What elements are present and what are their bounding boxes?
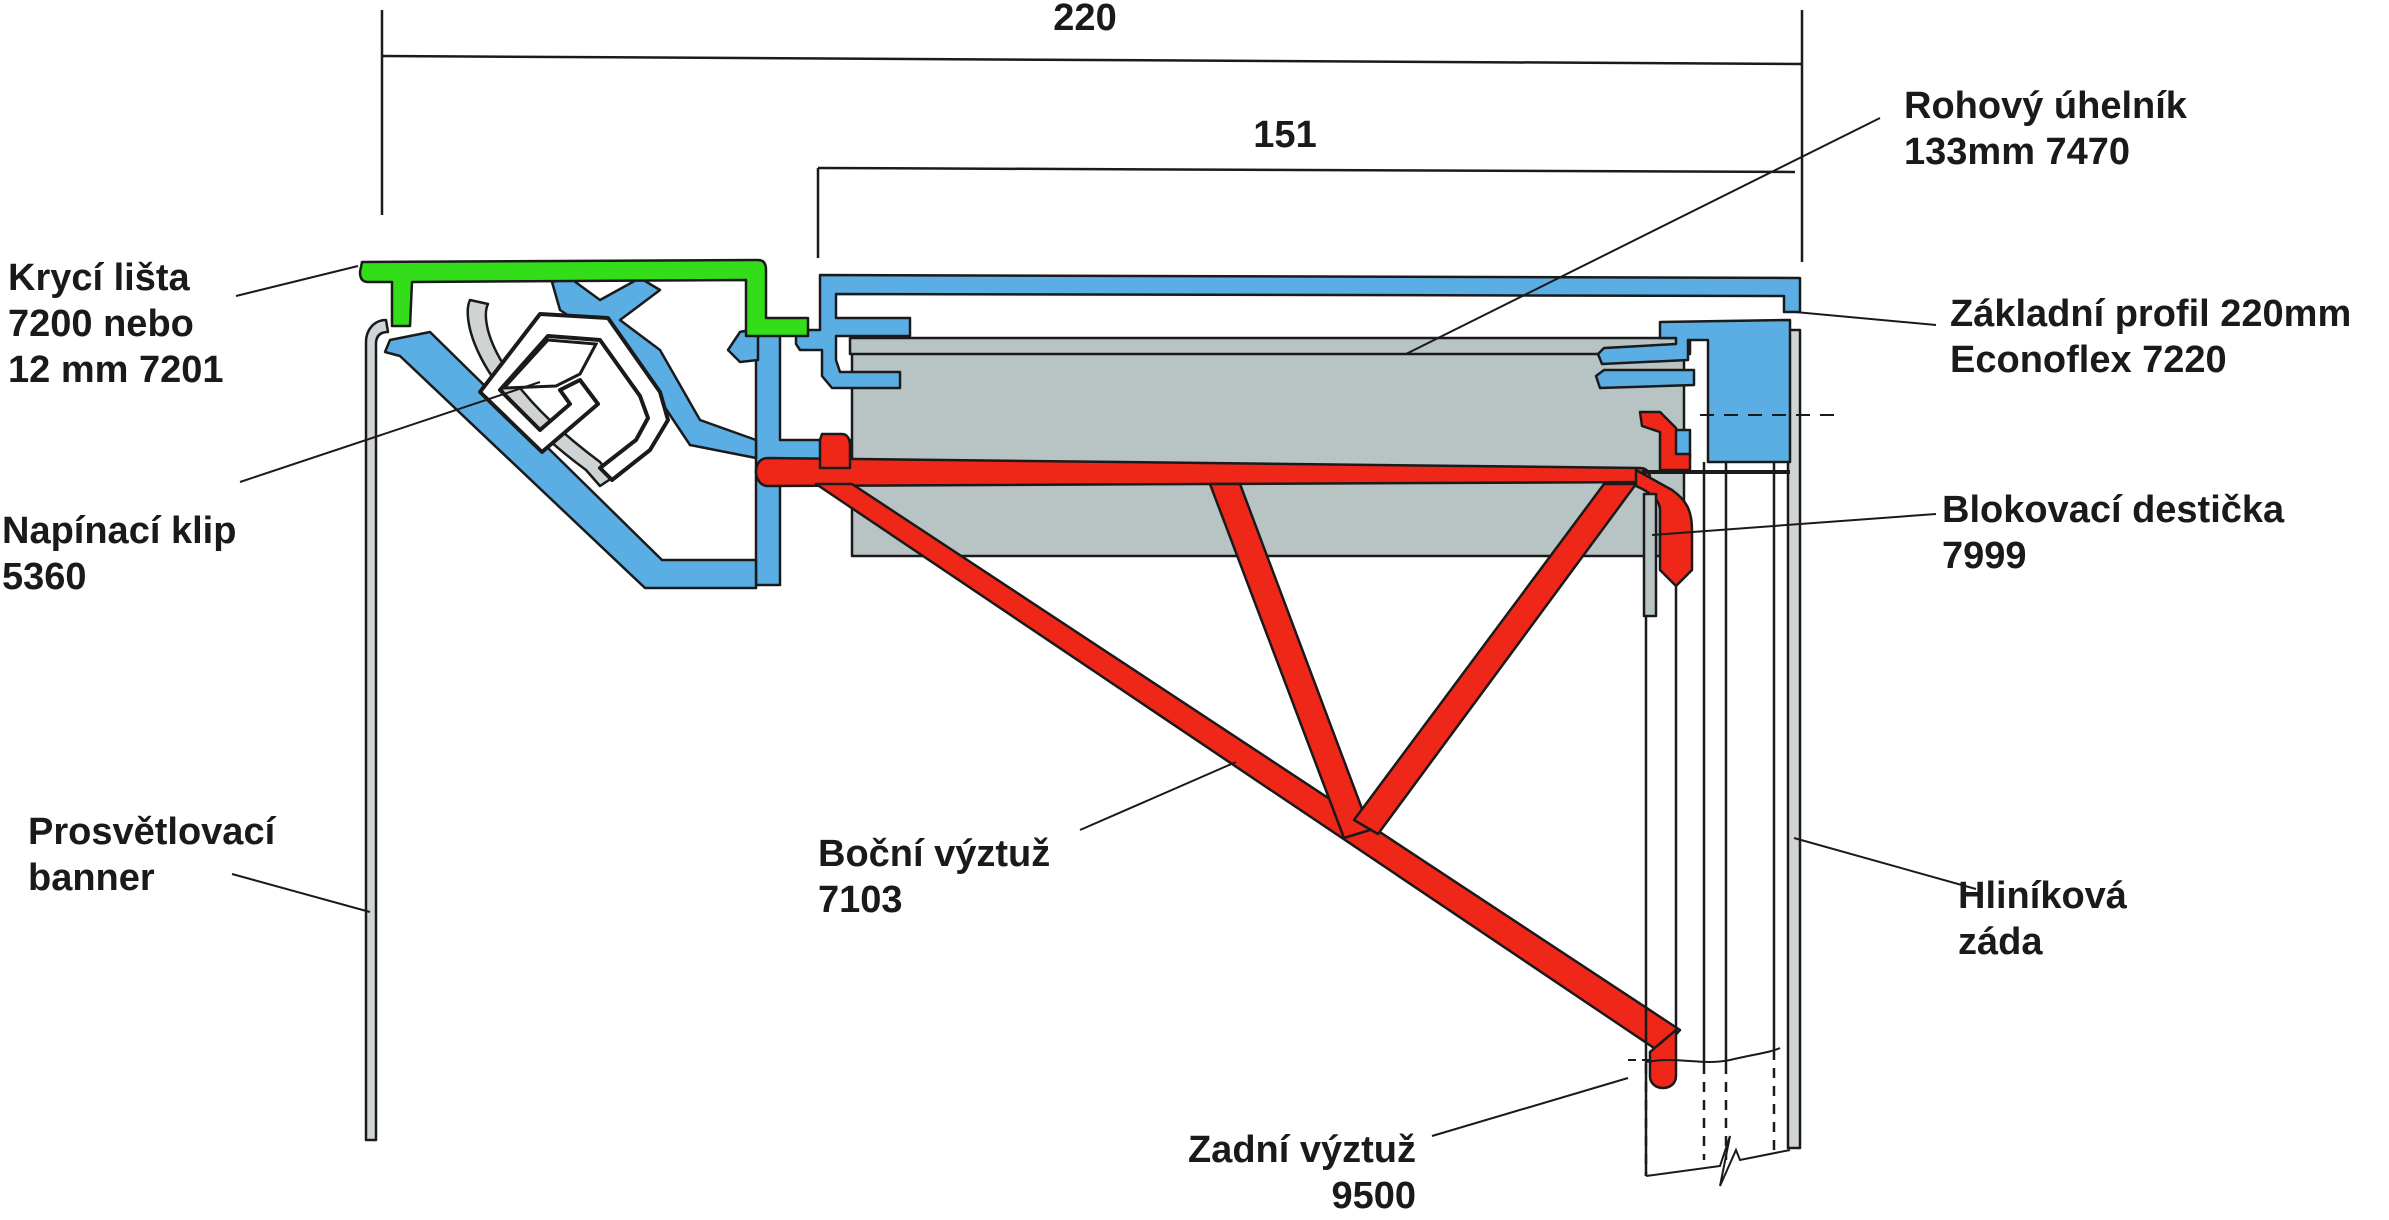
leader-base-profile [1794,311,1937,326]
svg-text:Hliníková: Hliníková [1958,875,2128,917]
label-cover-strip: Krycí lišta 7200 nebo 12 mm 7201 [8,257,224,391]
svg-text:5360: 5360 [2,556,87,598]
label-locking-plate: Blokovací destička 7999 [1942,489,2285,577]
label-corner-angle: Rohový úhelník 133mm 7470 [1904,85,2188,173]
base-profile-7220 [383,273,1840,590]
tension-clip-5360 [466,298,670,488]
label-backlit-banner: Prosvětlovací banner [28,811,277,899]
leader-aluminium-back [1793,837,1977,890]
svg-text:Napínací klip: Napínací klip [2,510,236,552]
leader-tension-clip [239,381,541,483]
svg-text:7103: 7103 [818,879,903,921]
dimension-151-label: 151 [1253,114,1316,156]
svg-text:Zadní výztuž: Zadní výztuž [1188,1129,1416,1171]
cover-strip-7200 [358,258,810,338]
svg-text:133mm 7470: 133mm 7470 [1904,131,2130,173]
leader-rear-brace [1431,1077,1629,1137]
leader-locking-plate [1651,513,1937,536]
leader-cover-strip [235,265,359,297]
locking-plate-7999 [1642,492,1658,618]
leader-side-brace [1079,761,1237,831]
svg-text:7200 nebo: 7200 nebo [8,303,194,345]
rear-brace-9500 [1628,462,1791,1187]
svg-text:Základní profil 220mm: Základní profil 220mm [1950,293,2351,335]
svg-text:Econoflex 7220: Econoflex 7220 [1950,339,2227,381]
label-base-profile: Základní profil 220mm Econoflex 7220 [1950,293,2351,381]
corner-angle-7470 [848,336,1692,558]
aluminium-back-sheet [1786,328,1802,1150]
svg-text:7999: 7999 [1942,535,2027,577]
dimension-220-label: 220 [1053,0,1116,39]
svg-text:Blokovací destička: Blokovací destička [1942,489,2285,531]
dimension-220: 220 [380,0,1804,262]
label-side-brace: Boční výztuž 7103 [818,833,1050,921]
svg-text:9500: 9500 [1331,1175,1416,1215]
backlit-banner-sheet [364,318,390,1142]
svg-text:Boční výztuž: Boční výztuž [818,833,1050,875]
svg-text:12 mm 7201: 12 mm 7201 [8,349,224,391]
svg-text:Rohový úhelník: Rohový úhelník [1904,85,2188,127]
leader-backlit-banner [231,873,371,913]
svg-text:banner: banner [28,857,155,899]
svg-text:Prosvětlovací: Prosvětlovací [28,811,277,853]
label-tension-clip: Napínací klip 5360 [2,510,236,598]
svg-text:záda: záda [1958,921,2043,963]
label-aluminium-back: Hliníková záda [1958,875,2128,963]
svg-text:Krycí lišta: Krycí lišta [8,257,191,299]
leader-corner-angle [1405,117,1881,355]
dimension-151: 151 [816,114,1796,258]
side-brace-7103 [754,410,1694,1090]
label-rear-brace: Zadní výztuž 9500 [1188,1129,1416,1217]
